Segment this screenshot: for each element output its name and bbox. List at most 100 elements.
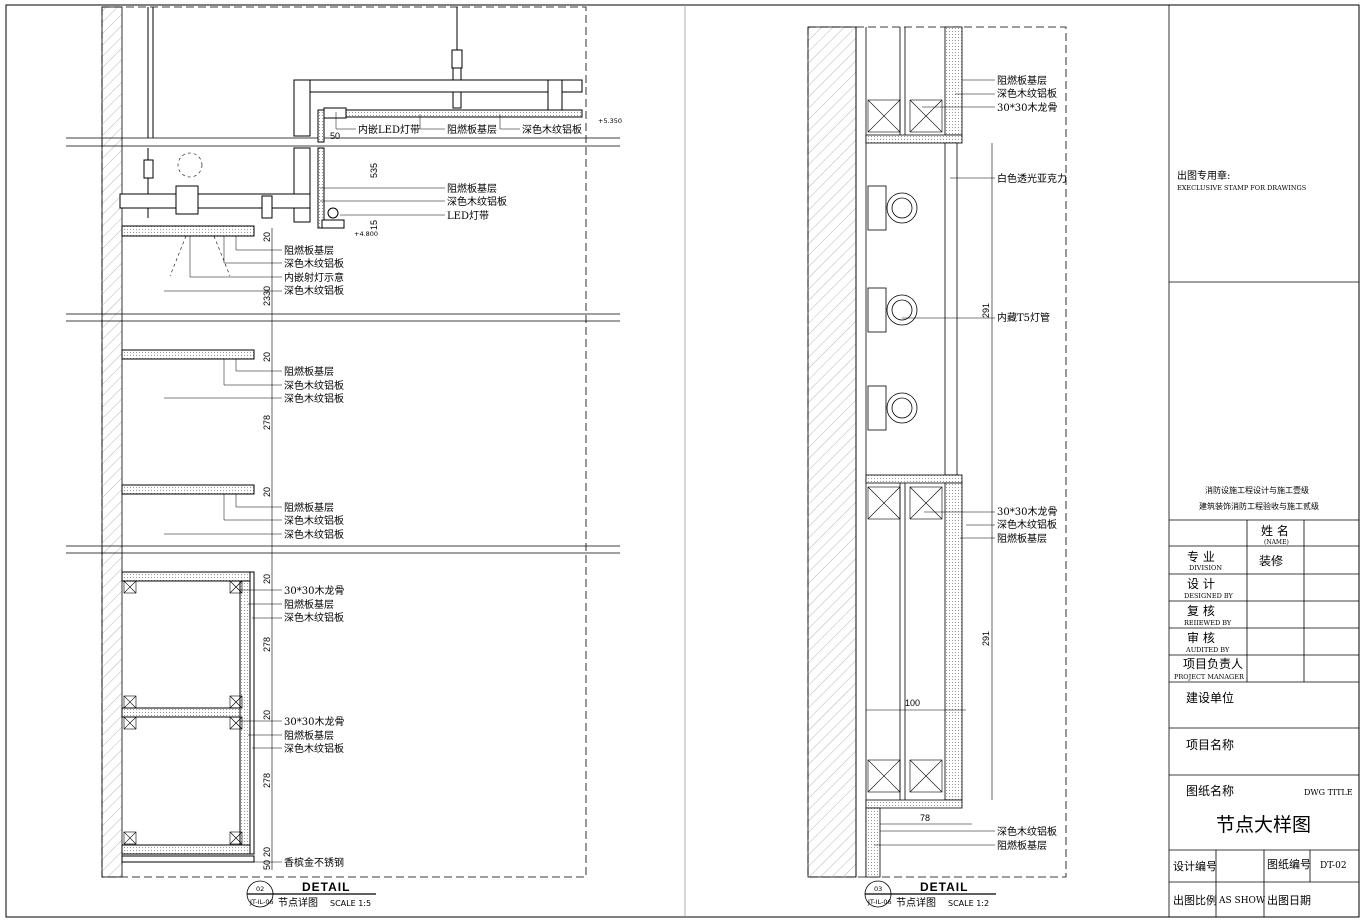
label-dark-wood-al: 深色木纹铝板 [284,392,344,405]
label-dark-wood-al: 深色木纹铝板 [284,257,344,270]
label-dark-wood-al: 深色木纹铝板 [284,284,344,297]
upper-ceiling [119,79,583,237]
client-label: 建设单位 [1186,690,1234,705]
label-dark-wood-al: 深色木纹铝板 [447,195,507,208]
detail-02-header: 02 JT-IL-06 DETAIL 节点详图 SCALE 1:5 [246,880,376,909]
name-header-cn: 姓 名 [1261,523,1289,538]
detail-number: 02 [256,885,264,893]
dim-text: 20 [262,352,272,362]
label-led-strip: LED灯带 [447,210,489,222]
label-fr-base: 阻燃板基层 [284,501,334,514]
detail-ref: JT-IL-06 [867,898,892,906]
label-downlight: 内嵌射灯示意 [284,271,344,284]
label-fr-base: 阻燃板基层 [284,598,334,611]
dim-text: 291 [981,303,991,318]
detail-scale: SCALE 1:5 [330,899,371,908]
label-dark-wood-al: 深色木纹铝板 [284,611,344,624]
wall-hatch [807,26,857,878]
pm-cn: 项目负责人 [1183,657,1243,671]
dim-text: 100 [905,698,920,708]
leaders-03 [874,79,995,846]
label-dark-wood-al: 深色木纹铝板 [997,825,1057,838]
wall-layers [855,26,963,878]
leaders-02 [164,112,520,863]
label-wood-keel: 30*30木龙骨 [997,101,1057,114]
title-block: 出图专用章: EXECLUSIVE STAMP FOR DRAWINGS 消防设… [1168,5,1359,917]
stamp-label-cn: 出图专用章: [1177,169,1230,182]
label-wood-keel: 30*30木龙骨 [284,715,344,728]
detail-ref: JT-IL-06 [249,898,274,906]
dim-text: 50 [262,860,272,870]
label-dark-wood-al: 深色木纹铝板 [997,518,1057,531]
label-dark-wood-al: 深色木纹铝板 [284,742,344,755]
audited-cn: 审 核 [1187,630,1215,645]
designed-cn: 设 计 [1187,577,1215,591]
division-en: DIVISION [1189,564,1222,572]
dim-text: 278 [262,415,272,430]
detail-03-header: 03 JT-IL-06 DETAIL 节点详图 SCALE 1:2 [864,880,996,909]
scale-value: AS SHOW [1218,896,1266,906]
sheet-border [5,4,1360,918]
break-lines [66,137,620,554]
keel-boxes [123,580,243,845]
dim-text: 15 [369,220,379,230]
project-label: 项目名称 [1186,737,1234,752]
t5-lamps [867,185,918,431]
dim-text: 2330 [262,286,272,306]
division-cn: 专 业 [1187,549,1215,564]
reviewed-en: REIIEWED BY [1184,619,1232,627]
stamp-label-en: EXECLUSIVE STAMP FOR DRAWINGS [1177,184,1306,192]
dim-text: 20 [262,232,272,242]
downlight-beam [169,152,231,277]
label-fr-base: 阻燃板基层 [447,123,497,136]
label-fr-base: 阻燃板基层 [447,182,497,195]
label-fr-base: 阻燃板基层 [284,244,334,257]
dim-text: 20 [262,574,272,584]
elevation-top: +5.350 [598,117,622,125]
division-value: 装修 [1259,553,1283,568]
label-champagne-ss: 香槟金不锈钢 [284,856,344,869]
label-dark-wood-al: 深色木纹铝板 [522,123,582,136]
pm-en: PROJECT MANAGER [1174,673,1245,681]
dim-text: 278 [262,637,272,652]
label-dark-wood-al: 深色木纹铝板 [997,87,1057,100]
dim-text: 78 [920,813,930,823]
detail-title-cn: 节点详图 [896,896,936,909]
designed-en: DESIGNED BY [1184,592,1234,600]
dim-text: 50 [330,131,340,141]
label-wood-keel: 30*30木龙骨 [997,505,1057,518]
dim-lines-03 [866,143,993,825]
dwg-no-value: DT-02 [1320,861,1347,871]
detail-03: 阻燃板基层 深色木纹铝板 30*30木龙骨 白色透光亚克力 内藏T5灯管 30*… [807,26,1067,909]
dim-text: 278 [262,773,272,788]
name-header-en: (NAME) [1264,539,1289,546]
design-no-label: 设计编号 [1173,859,1217,873]
audited-en: AUDITED BY [1185,646,1230,654]
label-fr-base: 阻燃板基层 [997,839,1047,852]
label-fr-base: 阻燃板基层 [284,365,334,378]
label-dark-wood-al: 深色木纹铝板 [284,514,344,527]
detail-number: 03 [874,885,882,893]
label-dark-wood-al: 深色木纹铝板 [284,379,344,392]
detail-title-en: DETAIL [920,880,968,894]
dwg-no-label: 图纸编号 [1267,857,1311,871]
dim-text: 20 [262,487,272,497]
dim-text: 291 [981,631,991,646]
detail-title-cn: 节点详图 [278,896,318,909]
label-fr-base: 阻燃板基层 [997,74,1047,87]
date-label: 出图日期 [1267,893,1311,907]
label-led-strip-embedded: 内嵌LED灯带 [358,123,420,136]
dim-text: 20 [262,847,272,857]
dwg-title-cn: 图纸名称 [1186,783,1234,798]
dim-text: 535 [369,163,379,178]
elevation-low: +4.800 [354,230,378,238]
detail-scale: SCALE 1:2 [948,899,989,908]
detail-02: 内嵌LED灯带 阻燃板基层 深色木纹铝板 +5.350 +4.800 阻燃板基层… [66,6,622,909]
reviewed-cn: 复 核 [1187,604,1215,618]
label-fr-base: 阻燃板基层 [284,729,334,742]
label-acrylic: 白色透光亚克力 [997,172,1067,185]
label-wood-keel: 30*30木龙骨 [284,584,344,597]
shelves [121,349,255,863]
qualification-1: 消防设施工程设计与施工壹级 [1205,485,1309,495]
